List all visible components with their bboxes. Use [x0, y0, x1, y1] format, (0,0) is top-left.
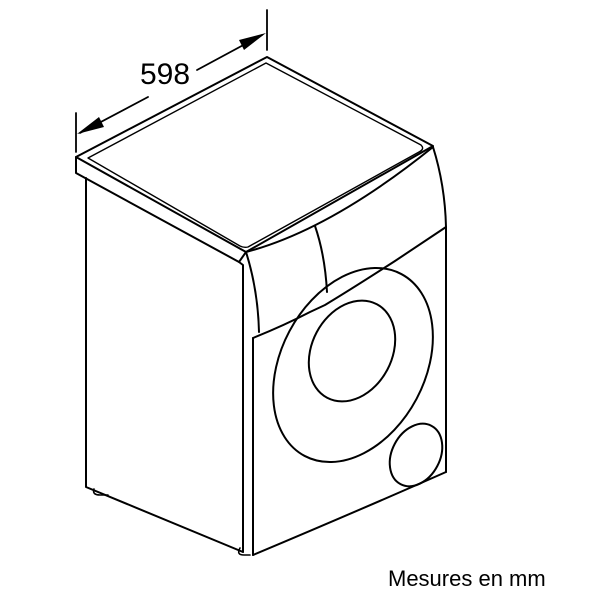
control-panel-top: [245, 146, 434, 253]
door: [272, 266, 434, 464]
top-outer-edge: [75, 56, 434, 253]
dimension-label: 598: [140, 58, 191, 91]
dimension-598: [75, 9, 268, 153]
right-front-curve: [432, 146, 447, 228]
feet: [92, 488, 251, 556]
door-outer-ring: [272, 266, 434, 464]
control-panel-bottom: [252, 226, 447, 339]
control-panel-divider: [314, 225, 328, 293]
front-face: [252, 226, 447, 556]
top-slab-left-face: [75, 156, 247, 263]
arrowhead-right: [239, 33, 266, 50]
units-caption: Mesures en mm: [388, 566, 546, 591]
top-inner-edge: [87, 62, 424, 249]
service-hatch: [388, 422, 444, 488]
left-side-outline: [85, 177, 244, 553]
arrowhead-left: [77, 117, 104, 134]
top-lid: [75, 56, 434, 263]
left-side-panel: [85, 177, 254, 556]
foot-left: [92, 488, 109, 496]
foot-front: [237, 547, 251, 556]
control-panel-left-curve: [245, 251, 260, 333]
control-panel: [245, 146, 447, 339]
door-glass: [307, 299, 397, 403]
left-side-recess: [238, 261, 244, 553]
